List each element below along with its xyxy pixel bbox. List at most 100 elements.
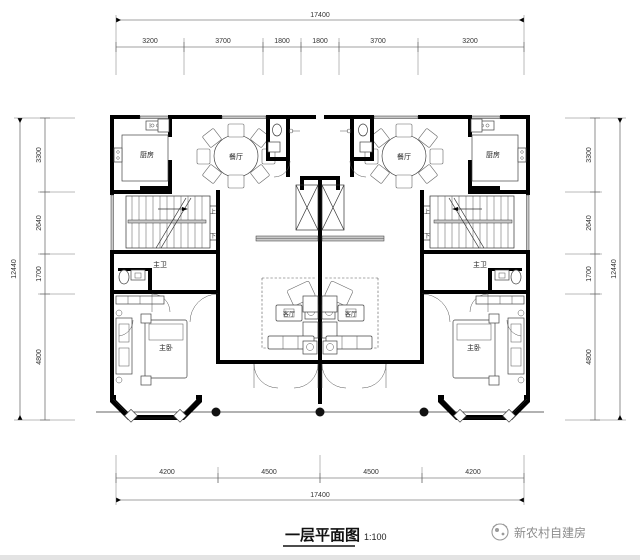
wall-bath-left	[110, 290, 218, 294]
room-label-bath-left: 主卫	[153, 260, 167, 269]
unit-left: 厨房 餐厅	[110, 115, 276, 423]
stair-left	[125, 195, 216, 249]
room-label-kitchen-left: 厨房	[140, 150, 154, 159]
end-table-right	[322, 340, 338, 355]
living-left-furniture	[267, 281, 319, 355]
dim-left-seg-3: 1700	[36, 266, 43, 282]
watermark: 新农村自建房	[491, 523, 586, 541]
central-bath-left	[267, 123, 300, 178]
sofa-right-top	[321, 295, 338, 313]
dim-top-seg-2: 3700	[215, 38, 231, 45]
exterior-walls	[96, 115, 544, 413]
window-kitchen-right	[469, 115, 501, 119]
dim-right-seg-1: 3300	[586, 147, 593, 163]
room-label-kitchen-right: 厨房	[486, 150, 500, 159]
porch-column-left	[211, 407, 221, 417]
stair-right	[424, 195, 515, 249]
dim-right-total: 12440	[611, 259, 618, 279]
watermark-label: 新农村自建房	[514, 525, 586, 540]
living-right-furniture	[321, 281, 373, 355]
bedroom-left-furniture	[115, 309, 188, 386]
dining-right-furniture	[364, 123, 444, 189]
kitchen-counter-right	[471, 134, 519, 182]
unit-right	[364, 115, 530, 423]
dim-left-total: 12440	[11, 259, 18, 279]
kitchen-counter-left	[121, 134, 169, 182]
window-stair-left	[110, 194, 114, 254]
dim-bottom-seg-2: 4500	[261, 469, 277, 476]
porch-column-center	[315, 407, 325, 417]
bedroom-right-furniture	[452, 309, 525, 386]
dim-left-seg-2: 2640	[36, 215, 43, 231]
bed-right	[452, 319, 496, 379]
nightstand-left-top	[140, 313, 152, 324]
room-label-dining-right: 餐厅	[397, 152, 411, 161]
logo-icon	[491, 523, 509, 541]
window-dining-left	[221, 115, 267, 119]
top-dimension-chain: 17400 3200 3700 1800 1800 3700 3200	[115, 12, 525, 75]
dim-top-total: 17400	[310, 12, 330, 19]
dim-bottom-seg-4: 4200	[465, 469, 481, 476]
coffee-table-left	[275, 304, 303, 322]
wardrobe-left	[115, 317, 133, 375]
stair-left-down-label: 下	[210, 233, 216, 240]
dim-right-seg-4: 4800	[586, 349, 593, 365]
sofa-right-mid	[321, 321, 338, 339]
bath-right-fixtures	[494, 269, 522, 285]
fridge-right	[470, 118, 483, 133]
dining-left-furniture	[196, 123, 276, 189]
kitchen-right-furniture	[470, 118, 527, 182]
room-label-living-left: 客厅	[283, 310, 295, 318]
bath-left-fixtures	[118, 269, 146, 285]
window-dining-right	[373, 115, 419, 119]
nightstand-right-bottom	[488, 375, 500, 386]
central-bath-right	[340, 123, 373, 178]
dim-left-seg-4: 4800	[36, 349, 43, 365]
kitchen-left-furniture	[113, 118, 170, 182]
dim-right-seg-2: 2640	[586, 215, 593, 231]
central-void	[295, 184, 345, 231]
drawing-title-block: 一层平面图 1:100	[283, 526, 387, 547]
toilet-left	[118, 269, 130, 285]
stair-right-down-label: 下	[424, 233, 430, 240]
wardrobe-right	[507, 317, 525, 375]
shower-central-left	[267, 141, 281, 153]
toilet-central-right	[358, 123, 368, 137]
dim-top-seg-6: 3200	[462, 38, 478, 45]
room-label-bath-right: 主卫	[473, 260, 487, 269]
dim-bottom-total: 17400	[310, 492, 330, 499]
sofa-left-top	[302, 295, 319, 313]
dim-right-seg-3: 1700	[586, 266, 593, 282]
toilet-central-left	[272, 123, 282, 137]
dim-top-seg-1: 3200	[142, 38, 158, 45]
nightstand-left-bottom	[140, 375, 152, 386]
window-kitchen-left	[139, 115, 171, 119]
sink-bath-right	[494, 269, 510, 281]
dim-left-seg-1: 3300	[36, 147, 43, 163]
dim-bottom-seg-1: 4200	[159, 469, 175, 476]
stair-right-up-label: 上	[424, 208, 430, 216]
drawing-title: 一层平面图	[285, 526, 360, 544]
sink-left	[113, 147, 123, 163]
coffee-table-right	[337, 304, 365, 322]
dim-top-seg-4: 1800	[312, 38, 328, 45]
wall-kitchen-left-a	[168, 115, 172, 137]
shower-central-right	[359, 141, 373, 153]
room-label-living-right: 客厅	[345, 310, 357, 318]
bottom-dimension-chain: 4200 4500 4500 4200 17400	[115, 455, 525, 505]
sink-bath-left	[130, 269, 146, 281]
end-table-left	[302, 340, 318, 355]
window-stair-right	[526, 194, 530, 254]
stair-left-up-label: 上	[210, 208, 216, 216]
bay-window-right	[438, 395, 530, 423]
wall-kitchen-left-b	[168, 160, 172, 190]
left-dimension-chain: 12440 3300 2640 1700 4800	[11, 117, 75, 421]
fridge-left	[157, 118, 170, 133]
central-core: 客厅 客厅	[211, 115, 429, 417]
footer-bar	[0, 555, 640, 560]
room-label-bedroom-right: 主卧	[467, 343, 481, 352]
wall-stair-left-bottom	[110, 250, 220, 254]
entry-doors	[253, 363, 387, 389]
bay-window-left	[110, 395, 202, 423]
